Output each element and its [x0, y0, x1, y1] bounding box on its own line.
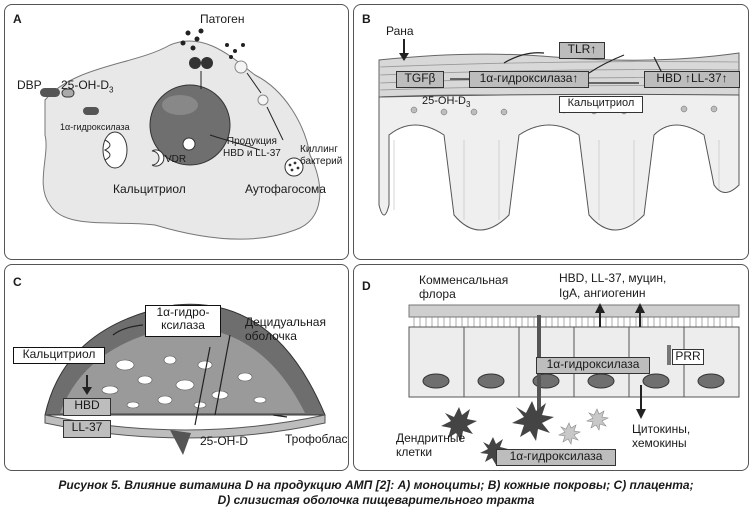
- panel-b-letter: B: [362, 12, 371, 26]
- vdr-label: VDR: [165, 154, 187, 165]
- monocyte-illustration: [40, 28, 321, 240]
- panel-a: A Патоген DBP 25-OH-D3 1α-гидроксилаза V…: [4, 4, 349, 260]
- dendritic-label: Дендритные клетки: [396, 431, 466, 459]
- ll37-box: LL-37: [63, 420, 111, 438]
- oh-d-label: 25-OH-D: [200, 434, 249, 448]
- oh-d3-label: 25-OH-D3: [422, 95, 471, 110]
- cytokines-label: Цитокины, хемокины: [632, 422, 691, 450]
- pathogen-label: Патоген: [200, 12, 245, 26]
- wound-label: Рана: [386, 24, 414, 38]
- hydroxylase-top-box: 1α-гидроксилаза: [536, 357, 650, 374]
- autophagosome-label: Аутофагосома: [245, 182, 326, 196]
- tlr-box: TLR↑: [559, 42, 605, 59]
- hbd-box: HBD: [63, 398, 111, 416]
- hydroxylase-box: 1α-гидроксилаза↑: [469, 71, 589, 88]
- calcitriol-label: Кальцитриол: [113, 182, 186, 196]
- oh-d3-label: 25-OH-D3: [61, 78, 114, 95]
- panel-d-letter: D: [362, 279, 371, 293]
- tgfb-box: TGFβ: [396, 71, 444, 88]
- decidual-label: Децидуальная оболочка: [245, 315, 326, 343]
- figure-caption: Рисунок 5. Влияние витамина D на продукц…: [58, 478, 694, 507]
- commensal-label: Комменсальная флора: [419, 273, 509, 301]
- production-label: Продукция HBD и LL-37: [223, 136, 281, 159]
- prr-box: PRR: [672, 349, 704, 365]
- panel-a-letter: A: [13, 12, 22, 26]
- trophoblast-label: Трофобласт: [285, 432, 349, 446]
- hbd-box: HBD ↑LL-37↑: [644, 71, 740, 88]
- dbp-label: DBP: [17, 78, 42, 92]
- hydroxylase-bottom-box: 1α-гидроксилаза: [496, 449, 616, 466]
- hydroxylase-box: 1α-гидро- ксилаза: [145, 305, 221, 337]
- killing-label: Киллинг бактерий: [300, 144, 343, 167]
- panel-d: D Комменсальная флора HBD, LL-37, муцин,…: [353, 264, 749, 471]
- panel-b: B Рана TLR↑ TGFβ 1α-гидроксилаза↑ HBD ↑L…: [353, 4, 749, 260]
- calcitriol-box: Кальцитриол: [559, 96, 643, 113]
- panel-c: C 1α-гидро- ксилаза Децидуальная оболочк…: [4, 264, 349, 471]
- skin-illustration: [378, 39, 740, 231]
- hydroxylase-label: 1α-гидроксилаза: [60, 122, 130, 132]
- gut-illustration: [408, 303, 740, 465]
- products-label: HBD, LL-37, муцин, IgA, ангиогенин: [559, 271, 667, 300]
- calcitriol-box: Кальцитриол: [13, 347, 105, 364]
- panel-c-letter: C: [13, 275, 22, 289]
